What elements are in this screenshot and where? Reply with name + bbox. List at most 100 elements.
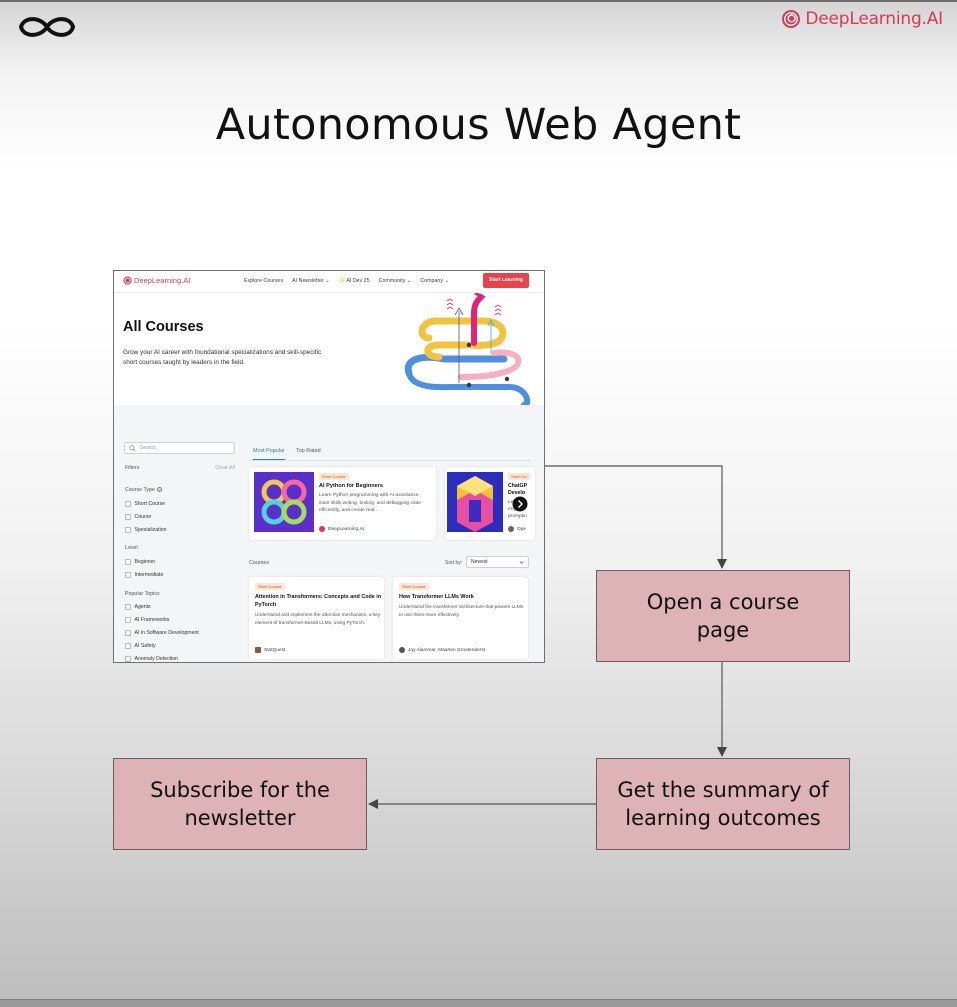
course-card[interactable]: Short Course Attention in Transformers: … (249, 577, 384, 659)
filter-beginner[interactable]: Beginner (125, 559, 155, 565)
level-label: Level (125, 545, 138, 551)
course-title[interactable]: Attention in Transformers: Concepts and … (255, 594, 382, 608)
deeplearning-logo-icon (782, 10, 801, 28)
course-title-line[interactable]: Develo (508, 490, 526, 496)
nav-links: Explore Courses AI Newsletter ⌄ ✨ AI Dev… (244, 278, 449, 284)
filters-label: Filters (125, 465, 140, 471)
sort-value: Newest (471, 559, 488, 565)
sort-label: Sort by: (445, 560, 463, 566)
course-card[interactable]: Short Course How Transformer LLMs Work U… (393, 577, 528, 659)
featured-course-card[interactable]: Short Co ChatGP Develo Lea engi promptin… (445, 467, 535, 540)
filter-label: Intermediate (134, 572, 164, 578)
course-type-label: Course Type i (125, 487, 163, 493)
filter-topic-ai-safety[interactable]: AI Safety (125, 643, 156, 649)
filter-label: Short Course (134, 501, 166, 507)
popular-topics-label: Popular Topics (125, 591, 160, 597)
page-title: All Courses (123, 319, 204, 335)
featured-course-card[interactable]: Short Course AI Python for Beginners Lea… (249, 467, 436, 540)
author-avatar (319, 526, 325, 532)
filter-short-course[interactable]: Short Course (125, 501, 165, 507)
top-border (0, 0, 957, 2)
checkbox[interactable] (125, 604, 131, 610)
filter-label: Anomaly Detection (134, 656, 179, 662)
step-label: Subscribe for the newsletter (150, 778, 330, 830)
tab-top-rated[interactable]: Top Rated (296, 448, 321, 454)
hero-illustration (404, 293, 531, 405)
checkbox[interactable] (125, 617, 131, 623)
tab-most-popular[interactable]: Most Popular (253, 448, 285, 460)
filter-topic-ai-frameworks[interactable]: AI Frameworks (125, 617, 169, 623)
nav-link-ai-dev[interactable]: ✨ AI Dev 25 (338, 278, 370, 284)
filter-label: AI Safety (134, 643, 156, 649)
course-thumbnail (254, 472, 314, 532)
course-type-badge: Short Course (319, 473, 349, 480)
course-author: DeepLearning.AI (319, 526, 364, 532)
course-content: Most Popular Top Rated Short Course AI P… (240, 405, 544, 662)
filter-topic-agents[interactable]: Agents (125, 604, 151, 610)
hero-section: All Courses Grow your AI career with fou… (114, 293, 544, 405)
nav-link-company[interactable]: Company ⌄ (420, 278, 449, 284)
filter-label: Agents (134, 604, 151, 610)
brand-logo: DeepLearning.AI (781, 9, 943, 29)
checkbox[interactable] (125, 572, 131, 578)
checkbox[interactable] (125, 656, 131, 662)
checkbox[interactable] (125, 630, 131, 636)
course-description: Understand and implement the attention m… (255, 613, 381, 626)
arrow-screenshot-to-open (545, 465, 727, 569)
course-tabs: Most Popular Top Rated (249, 444, 531, 461)
filter-topic-anomaly-detection[interactable]: Anomaly Detection (125, 656, 178, 662)
carousel-next-icon[interactable] (512, 496, 528, 512)
step-open-course-page: Open a course page (596, 570, 850, 662)
search-input[interactable]: Search (124, 442, 235, 454)
course-description: Understand the transformer architecture … (399, 605, 524, 618)
course-thumbnail (447, 472, 503, 532)
clear-all-link[interactable]: Clear All (215, 465, 235, 471)
filter-intermediate[interactable]: Intermediate (125, 572, 163, 578)
filter-label: Beginner (134, 559, 156, 565)
nav-link-explore-courses[interactable]: Explore Courses (244, 278, 284, 284)
courses-section-label: Courses (249, 560, 270, 566)
nav-link-community[interactable]: Community ⌄ (378, 278, 412, 284)
site-navbar: DeepLearning.AI Explore Courses AI Newsl… (114, 271, 544, 293)
filter-specialization[interactable]: Specialization (125, 527, 167, 533)
filter-label: AI Frameworks (134, 617, 170, 623)
author-name: DeepLearning.AI (328, 526, 365, 532)
search-placeholder: Search (140, 445, 156, 451)
checkbox[interactable] (125, 501, 131, 507)
checkbox[interactable] (125, 643, 131, 649)
course-description-line: engi (508, 507, 518, 512)
filters-header: Filters Clear All (125, 465, 235, 471)
sort-select[interactable]: Newest (466, 556, 529, 568)
page-description: Grow your AI career with foundational sp… (123, 349, 322, 366)
course-title[interactable]: How Transformer LLMs Work (399, 594, 474, 600)
nav-link-ai-newsletter[interactable]: AI Newsletter ⌄ (292, 278, 330, 284)
course-title-line[interactable]: ChatGP (508, 483, 528, 489)
site-logo-text: DeepLearning.AI (134, 276, 191, 285)
step-label: Get the summary of learning outcomes (617, 778, 829, 830)
checkbox[interactable] (125, 514, 131, 520)
filter-topic-ai-software-dev[interactable]: AI in Software Development (125, 630, 199, 636)
start-learning-button[interactable]: Start Learning (483, 273, 529, 288)
course-author: Ope (508, 526, 526, 532)
info-icon[interactable]: i (157, 487, 163, 493)
filter-course[interactable]: Course (125, 514, 151, 520)
author-avatar (399, 647, 405, 653)
author-name: StatQuest (264, 647, 286, 653)
infinity-icon (18, 17, 76, 37)
catalog-body: Search Filters Clear All Course Type i S… (114, 405, 544, 662)
course-description: Learn Python programming with AI assista… (319, 493, 421, 513)
course-author: StatQuest (255, 647, 285, 653)
site-logo[interactable]: DeepLearning.AI (123, 276, 190, 285)
course-type-badge: Short Co (508, 473, 530, 480)
course-type-badge: Short Course (399, 583, 429, 590)
step-label: Open a course page (646, 590, 800, 642)
filter-label: Specialization (134, 527, 167, 533)
filter-label: AI in Software Development (134, 630, 199, 636)
site-logo-icon (123, 276, 132, 285)
author-name: Jay Alammar, Maarten Grootendorst (408, 647, 486, 653)
checkbox[interactable] (125, 527, 131, 533)
author-avatar (508, 526, 514, 532)
checkbox[interactable] (125, 559, 131, 565)
bottom-border (0, 999, 957, 1007)
course-title[interactable]: AI Python for Beginners (319, 483, 384, 489)
